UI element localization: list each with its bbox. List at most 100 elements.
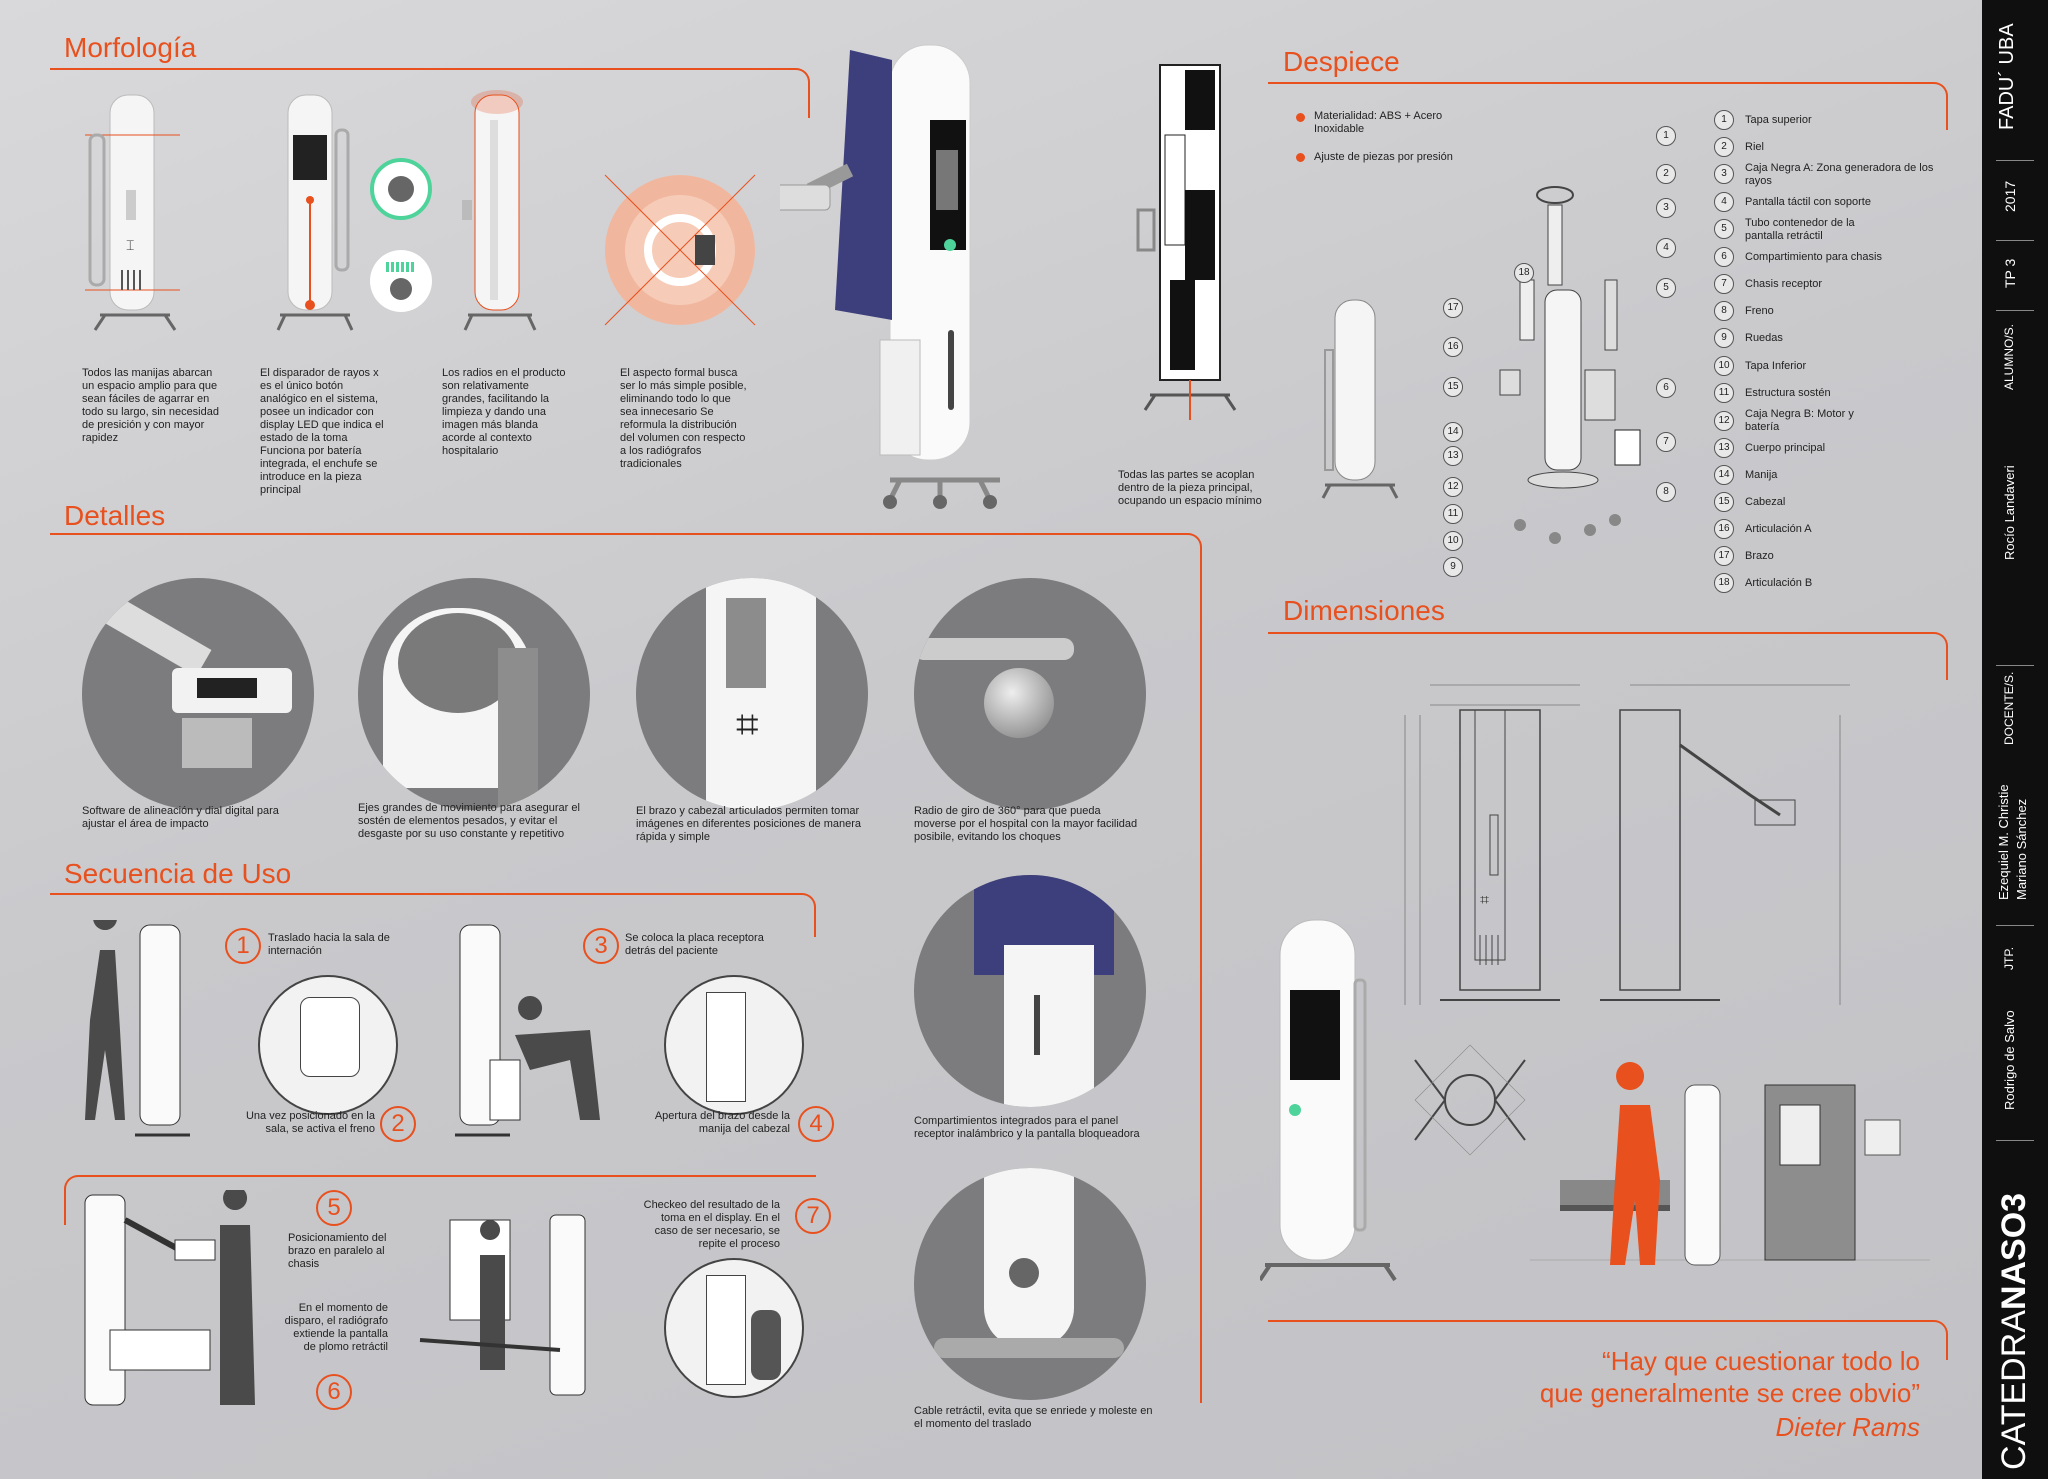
divider xyxy=(1996,1140,2034,1141)
part-label: Tapa Inferior xyxy=(1745,360,1807,372)
section-title-detalles: Detalles xyxy=(64,500,166,531)
catedra-logo: CATEDRANASO3 xyxy=(1994,1193,2034,1470)
divider xyxy=(1996,925,2034,926)
step6-illustration xyxy=(419,1214,586,1396)
quote-rule xyxy=(1268,1320,1948,1360)
compartments-caption: Compartimientos integrados para el panel… xyxy=(914,1115,1140,1140)
callout-6: 6 xyxy=(1656,378,1676,398)
part-number: 12 xyxy=(1714,411,1734,431)
step7-display-detail xyxy=(664,1258,804,1398)
step-text: Una vez posicionado en la sala, se activ… xyxy=(245,1110,375,1135)
step5-illustration xyxy=(84,1190,255,1406)
callout-1: 1 xyxy=(1656,126,1676,146)
step-number: 2 xyxy=(380,1106,416,1142)
front-view-illustration: ⌶ xyxy=(85,94,180,331)
docentes-name-1: Ezequiel M. Christie xyxy=(1996,784,2011,900)
callout-8: 8 xyxy=(1656,482,1676,502)
step-text: Se coloca la placa receptora detrás del … xyxy=(625,932,764,957)
year-text: 2017 xyxy=(2002,180,2018,212)
callout-18: 18 xyxy=(1514,263,1534,283)
step-number: 7 xyxy=(795,1198,831,1234)
divider xyxy=(1996,310,2034,311)
step-text: Posicionamiento del brazo en paralelo al… xyxy=(288,1232,387,1270)
callout-15: 15 xyxy=(1443,377,1463,397)
morfologia-caption-1: Todos las manijas abarcan un espacio amp… xyxy=(82,367,219,444)
step-text: En el momento de disparo, el radiógrafo … xyxy=(284,1302,388,1353)
section-title-secuencia: Secuencia de Uso xyxy=(64,858,292,889)
callout-11: 11 xyxy=(1443,504,1463,524)
morfologia-caption-2: El disparador de rayos x es el único bot… xyxy=(260,367,384,496)
exploded-view-illustration xyxy=(1499,186,1641,544)
part-number: 5 xyxy=(1714,219,1734,239)
top-view-illustration xyxy=(604,174,756,326)
callout-2: 2 xyxy=(1656,164,1676,184)
step4-arm-detail xyxy=(664,975,804,1115)
part-number: 9 xyxy=(1714,328,1734,348)
scale-scene-illustration xyxy=(1530,1062,1930,1266)
morfologia-caption-4: El aspecto formal busca ser lo más simpl… xyxy=(620,367,747,470)
part-label: Ruedas xyxy=(1745,332,1783,344)
part-number: 10 xyxy=(1714,356,1734,376)
bullet-icon xyxy=(1296,153,1305,162)
part-number: 11 xyxy=(1714,383,1734,403)
part-number: 1 xyxy=(1714,110,1734,130)
step1-illustration xyxy=(85,920,190,1137)
section-cut-illustration xyxy=(1136,64,1237,420)
part-number: 17 xyxy=(1714,546,1734,566)
detalles-caption-2: Ejes grandes de movimiento para asegurar… xyxy=(358,802,580,840)
despiece-caption: Todas las partes se acoplan dentro de la… xyxy=(1118,469,1262,507)
part-number: 7 xyxy=(1714,274,1734,294)
callout-3: 3 xyxy=(1656,198,1676,218)
svg-text:⌶: ⌶ xyxy=(126,237,134,253)
section-title-dimensiones: Dimensiones xyxy=(1283,595,1445,626)
part-label: Tubo contenedor de la pantalla retráctil xyxy=(1745,217,1855,242)
detalles-caption-1: Software de alineación y dial digital pa… xyxy=(82,805,279,830)
part-number: 4 xyxy=(1714,192,1734,212)
morfologia-caption-3: Los radios en el producto son relativame… xyxy=(442,367,566,457)
part-number: 2 xyxy=(1714,137,1734,157)
part-number: 8 xyxy=(1714,301,1734,321)
alumnos-name: Rocío Landaveri xyxy=(2002,465,2017,560)
part-label: Cabezal xyxy=(1745,496,1786,508)
step-number: 6 xyxy=(316,1374,352,1410)
despiece-rule xyxy=(1268,82,1948,130)
detail-360-wheel xyxy=(914,578,1146,810)
callout-5: 5 xyxy=(1656,278,1676,298)
part-label: Articulación B xyxy=(1745,577,1813,589)
naso-text: NASO xyxy=(1995,1211,2033,1311)
callout-10: 10 xyxy=(1443,531,1463,551)
callout-17: 17 xyxy=(1443,298,1463,318)
hero-product-render xyxy=(780,44,1000,509)
part-label: Brazo xyxy=(1745,550,1774,562)
section-title-despiece: Despiece xyxy=(1283,46,1400,77)
quote-line-2: que generalmente se cree obvio” xyxy=(1539,1378,1920,1408)
step-text: Traslado hacia la sala de internación xyxy=(268,932,390,957)
rounded-radius-illustration xyxy=(462,90,537,331)
part-label: Caja Negra B: Motor y batería xyxy=(1745,408,1854,433)
part-label: Estructura sostén xyxy=(1745,387,1831,399)
led-indicator-detail xyxy=(370,158,432,220)
part-label: Pantalla táctil con soporte xyxy=(1745,196,1871,208)
part-number: 14 xyxy=(1714,465,1734,485)
step3-illustration xyxy=(455,924,600,1137)
quote-line-1: “Hay que cuestionar todo lo xyxy=(1602,1346,1920,1376)
docentes-name-2: Mariano Sánchez xyxy=(2014,798,2029,900)
callout-9: 9 xyxy=(1443,557,1463,577)
catedra-text: CATEDRA xyxy=(1995,1310,2033,1470)
alumnos-label: ALUMNO/S. xyxy=(2002,323,2016,390)
ajuste-text: Ajuste de piezas por presión xyxy=(1314,151,1453,163)
part-number: 15 xyxy=(1714,492,1734,512)
step-text: Checkeo del resultado de la toma en el d… xyxy=(643,1199,780,1250)
callout-12: 12 xyxy=(1443,477,1463,497)
part-label: Freno xyxy=(1745,305,1774,317)
detail-articulated-head: ⌗ xyxy=(636,578,868,810)
callout-13: 13 xyxy=(1443,446,1463,466)
trigger-button-detail xyxy=(370,250,432,312)
detail-software-dial xyxy=(82,578,314,810)
detalles-caption-4: Radio de giro de 360° para que pueda mov… xyxy=(914,805,1138,843)
step-number: 5 xyxy=(316,1190,352,1226)
callout-4: 4 xyxy=(1656,238,1676,258)
cable-caption: Cable retráctil, evita que se enriede y … xyxy=(914,1405,1153,1430)
divider xyxy=(1996,665,2034,666)
part-label: Manija xyxy=(1745,469,1778,481)
